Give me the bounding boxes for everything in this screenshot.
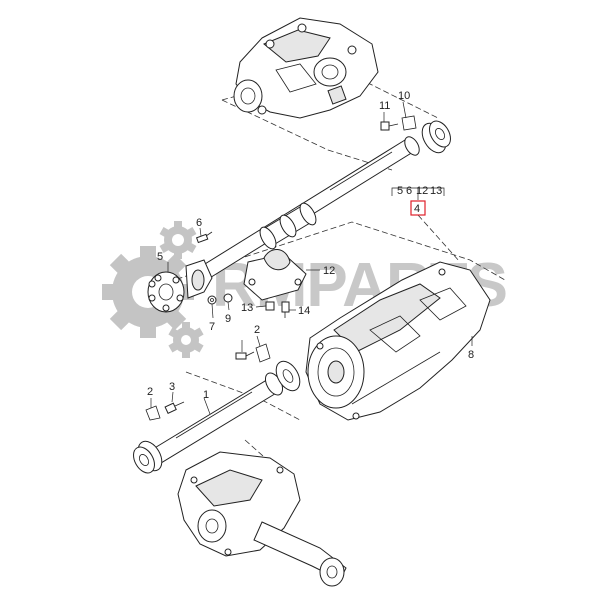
callout-12-assembly[interactable]: 12 (416, 185, 428, 197)
clip-2-lower (145, 405, 161, 421)
clip-2-upper (255, 343, 271, 363)
callout-8[interactable]: 8 (468, 349, 474, 361)
bolt-11 (380, 121, 399, 131)
callout-4[interactable]: 4 (414, 203, 420, 215)
callout-14[interactable]: 14 (298, 305, 310, 317)
bolt-3 (164, 401, 185, 414)
callout-7[interactable]: 7 (209, 321, 215, 333)
front-differential (177, 451, 347, 587)
clip-10 (401, 115, 417, 131)
transmission-case (305, 261, 491, 421)
bolt-13 (265, 301, 275, 311)
callout-13-assembly[interactable]: 13 (430, 185, 442, 197)
bolt-14 (281, 301, 290, 318)
rear-propshaft (191, 120, 451, 288)
callout-11[interactable]: 11 (379, 100, 390, 112)
bolt-6-upper (195, 231, 213, 244)
coupling-hub (185, 259, 213, 299)
leader-lines (150, 101, 473, 415)
callout-5-assembly[interactable]: 5 (397, 185, 403, 197)
centre-bearing-bracket (243, 249, 307, 301)
callout-6-assembly[interactable]: 6 (406, 185, 412, 197)
callout-6-bolt[interactable]: 6 (196, 217, 202, 229)
callout-10[interactable]: 10 (398, 90, 410, 102)
watermark-gear-top (159, 221, 197, 259)
callout-labels: 1 2 2 3 4 5 6 12 13 5 6 7 8 9 10 11 12 1… (147, 90, 474, 401)
callout-13-bolt[interactable]: 13 (241, 302, 253, 314)
highlight-box (410, 200, 426, 216)
callout-12-bracket[interactable]: 12 (323, 265, 335, 277)
callout-2-upper[interactable]: 2 (254, 324, 260, 336)
callout-9[interactable]: 9 (225, 313, 231, 325)
bolt-6-lower (235, 351, 255, 360)
callout-5-flexdisc[interactable]: 5 (157, 251, 163, 263)
flex-disc (147, 271, 185, 313)
rear-differential (233, 17, 379, 119)
washer-7 (207, 295, 217, 305)
callout-3[interactable]: 3 (169, 381, 175, 393)
nut-9 (223, 293, 233, 303)
watermark-gear-bottom (168, 322, 204, 358)
callout-2-lower[interactable]: 2 (147, 386, 153, 398)
callout-1[interactable]: 1 (203, 389, 209, 401)
front-propshaft (133, 360, 301, 474)
